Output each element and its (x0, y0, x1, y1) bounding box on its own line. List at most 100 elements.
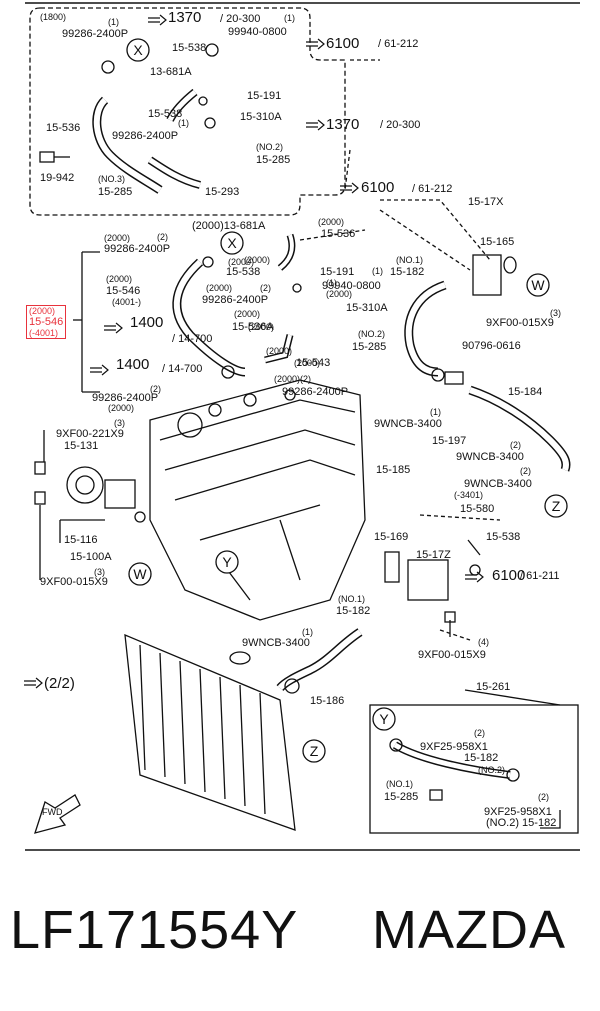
part-callout: (2000) (206, 283, 233, 293)
part-callout: 19-942 (40, 172, 75, 184)
part-callout: (2000) (228, 257, 255, 267)
part-callout: 99286-2400P (104, 243, 171, 255)
part-callout: 9XF00-015X9 (418, 649, 486, 661)
part-callout: 1400 (116, 356, 150, 373)
part-callout: 6100 (361, 179, 395, 196)
part-callout: (2) (150, 384, 161, 394)
part-callout: 9WNCB-3400 (456, 451, 524, 463)
part-callout: 15-100A (70, 551, 112, 563)
svg-text:Z: Z (552, 498, 561, 514)
part-callout: (NO.1) (386, 779, 413, 789)
part-callout: 15-536 (321, 228, 356, 240)
part-callout: (2000) (108, 403, 135, 413)
part-callout: 15-185 (376, 464, 411, 476)
part-callout: (2000)13-681A (192, 220, 266, 232)
part-callout: 15-116 (64, 534, 98, 546)
svg-text:Y: Y (379, 711, 389, 727)
part-callout: (2000) (266, 346, 293, 356)
highlighted-part-callout: (2000) 15-546 (-4001) (26, 305, 67, 339)
part-callout: / 14-700 (162, 363, 203, 375)
part-callout: / 61-212 (378, 38, 419, 50)
part-callout: (2) (520, 466, 531, 476)
svg-text:W: W (531, 277, 545, 293)
part-callout: 15-131 (64, 440, 99, 452)
part-callout: (4001-) (112, 297, 142, 307)
part-callout: 99940-0800 (228, 26, 287, 38)
part-callout: (3) (550, 308, 561, 318)
part-callout: 1370 (168, 9, 202, 26)
part-callout: (1) (178, 118, 189, 128)
part-callout: 13-681A (150, 66, 192, 78)
part-callout: 15-310A (346, 302, 388, 314)
part-callout: (NO.3) (98, 174, 125, 184)
part-callout: (NO.2) (256, 142, 283, 152)
part-callout: / 61-212 (412, 183, 453, 195)
part-callout: 15-538 (226, 266, 261, 278)
part-callout: 15-165 (480, 236, 515, 248)
view-marker: Z (302, 739, 326, 763)
part-callout: 15-285 (384, 791, 419, 803)
part-callout: 15-285 (98, 186, 133, 198)
part-callout: (NO.2) (358, 329, 385, 339)
svg-text:X: X (133, 42, 143, 58)
part-callout: 15-285 (352, 341, 387, 353)
part-callout: 15-191 (247, 90, 282, 102)
part-callout: (1) (430, 407, 441, 417)
part-callout: 15-182 (390, 266, 425, 278)
highlight-bottom: (-4001) (29, 328, 59, 338)
part-callout: (2) (260, 283, 271, 293)
part-callout: 99286-2400P (62, 28, 129, 40)
svg-text:Z: Z (310, 743, 319, 759)
part-callout: 15-538 (172, 42, 207, 54)
part-callout: (NO.2) 15-182 (486, 817, 557, 829)
part-callout: 15-197 (432, 435, 467, 447)
part-callout: (1800) (40, 12, 67, 22)
part-callout: / 20-300 (380, 119, 421, 131)
part-callout: / 14-700 (172, 333, 213, 345)
view-marker: Y (215, 550, 239, 574)
part-callout: 6100 (492, 567, 526, 584)
view-marker: X (220, 231, 244, 255)
part-callout: 15-310A (240, 111, 282, 123)
part-callout: / 20-300 (220, 13, 261, 25)
part-callout: 15-182 (464, 752, 499, 764)
part-callout: (1) (284, 13, 295, 23)
part-number: LF171554Y (10, 900, 299, 960)
part-callout: (2) (157, 232, 168, 242)
highlight-part: 15-546 (29, 316, 64, 328)
part-callout: (4) (478, 637, 489, 647)
view-marker: W (526, 273, 550, 297)
part-callout: 9XF25-958X1 (484, 806, 552, 818)
part-callout: (1) (326, 278, 337, 288)
part-callout: (1) (372, 266, 383, 276)
part-callout: (NO.1) (338, 594, 365, 604)
part-callout: 9XF25-958X1 (420, 741, 488, 753)
part-callout: (2000) (318, 217, 345, 227)
part-callout: 99286-2400P (112, 130, 179, 142)
part-callout: 15-538 (486, 531, 521, 543)
part-callout: 6100 (326, 35, 360, 52)
part-callout: (2) (538, 792, 549, 802)
part-callout: 15-580 (460, 503, 495, 515)
view-marker: Y (372, 707, 396, 731)
part-callout: 15-536 (46, 122, 81, 134)
part-callout: 15-546 (106, 285, 141, 297)
view-marker: Z (544, 494, 568, 518)
brand-name: MAZDA (372, 900, 566, 960)
part-callout: 99940-0800 (322, 280, 381, 292)
part-callout: (2) (510, 440, 521, 450)
part-callout: (2000) (326, 289, 353, 299)
part-callout: 15-543 (296, 357, 331, 369)
part-callout: (2) (474, 728, 485, 738)
part-callout: (3) (114, 418, 125, 428)
part-callout: (2/2) (44, 675, 75, 692)
svg-text:X: X (227, 235, 237, 251)
part-callout: 99286-2400P (282, 386, 349, 398)
part-callout: 9XF00-015X9 (40, 576, 108, 588)
part-callout: 99286-2400P (202, 294, 269, 306)
part-callout: (2000) (234, 309, 261, 319)
part-callout: 15-184 (508, 386, 543, 398)
